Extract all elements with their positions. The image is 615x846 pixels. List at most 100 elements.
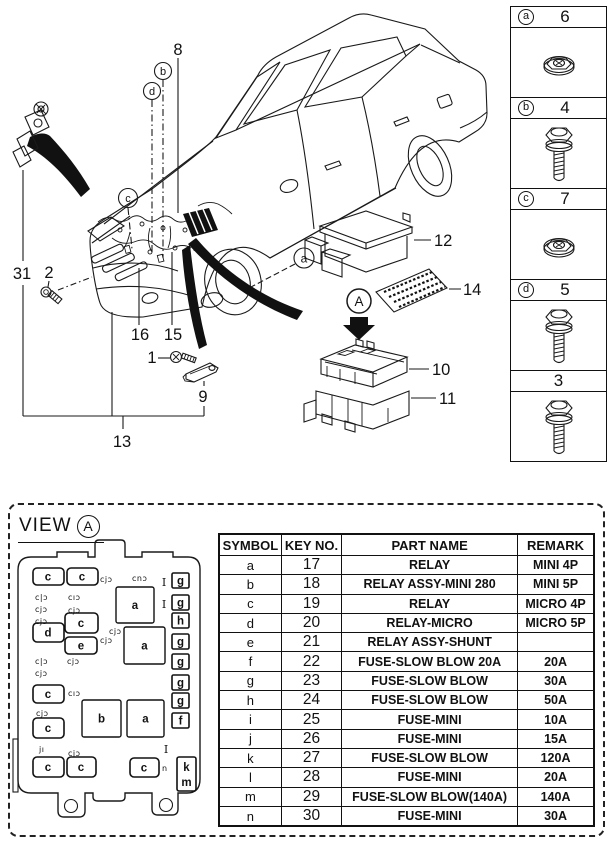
view-title: VIEW A <box>18 512 104 543</box>
callout-2[interactable]: 2 <box>44 264 53 282</box>
fastener-row-d-header: d 5 <box>510 278 607 302</box>
pointer-sweep-right <box>188 238 303 320</box>
table-row[interactable]: j 26 FUSE-MINI 15A <box>218 728 595 749</box>
table-row[interactable]: a 17 RELAY MINI 4P <box>218 554 595 576</box>
cell-symbol: h <box>218 690 282 711</box>
callout-1[interactable]: 1 <box>147 349 156 367</box>
cell-symbol: f <box>218 651 282 672</box>
slot-label[interactable]: k <box>183 762 190 774</box>
table-row[interactable]: m 29 FUSE-SLOW BLOW(140A) 140A <box>218 786 595 807</box>
slot-label[interactable]: g <box>177 598 184 610</box>
callout-13[interactable]: 13 <box>113 433 131 451</box>
fastener-icon-cell-b <box>510 118 607 189</box>
table-row[interactable]: l 28 FUSE-MINI 20A <box>218 767 595 788</box>
fastener-letter-c: c <box>518 191 534 207</box>
marker-view-A[interactable]: A <box>346 288 372 314</box>
callout-11[interactable]: 11 <box>439 390 456 408</box>
cell-key: 29 <box>280 786 343 807</box>
cell-remark: MICRO 4P <box>517 593 595 614</box>
table-row[interactable]: h 24 FUSE-SLOW BLOW 50A <box>218 690 595 711</box>
slot-label[interactable]: c <box>45 762 52 774</box>
flange-bolt-icon <box>544 126 573 181</box>
connector-glyph: cıɔ <box>68 593 81 602</box>
slot-label[interactable]: g <box>177 696 184 708</box>
connector-glyph: jı <box>38 745 44 754</box>
table-row[interactable]: k 27 FUSE-SLOW BLOW 120A <box>218 747 595 769</box>
slot-label[interactable]: e <box>78 641 84 653</box>
cell-symbol: d <box>218 612 282 634</box>
cell-part: FUSE-SLOW BLOW 20A <box>341 651 519 672</box>
mounting-hole <box>63 798 79 814</box>
slot-label[interactable]: a <box>142 714 149 726</box>
fastener-row-c-header: c 7 <box>510 187 607 211</box>
marker-A-label: A <box>354 294 363 309</box>
slot-label[interactable]: b <box>98 714 105 726</box>
cell-part: RELAY ASSY-MINI 280 <box>341 574 519 595</box>
callout-15[interactable]: 15 <box>164 326 182 344</box>
marker-a-label: a <box>301 252 308 266</box>
relay-slots <box>32 567 160 778</box>
slot-label[interactable]: c <box>141 763 148 775</box>
slot-label[interactable]: a <box>141 641 148 653</box>
marker-a[interactable]: a <box>293 247 315 269</box>
fastener-qty-c: 7 <box>560 189 570 208</box>
table-row[interactable]: e 21 RELAY ASSY-SHUNT <box>218 632 595 653</box>
slot-label[interactable]: c <box>45 689 52 701</box>
slot-label[interactable]: c <box>79 572 86 584</box>
cell-remark: 30A <box>517 670 595 692</box>
marker-d[interactable]: d <box>142 81 162 101</box>
cell-part: RELAY ASSY-SHUNT <box>341 632 519 653</box>
slot-label[interactable]: h <box>177 616 184 628</box>
connector-glyph: cjɔ <box>109 627 122 636</box>
cell-remark: 30A <box>517 805 595 827</box>
connector-glyph: c|ɔ <box>35 593 48 602</box>
callout-16[interactable]: 16 <box>131 326 149 344</box>
fusebox-lower-part-11 <box>303 390 410 433</box>
connector-glyph: cnɔ <box>132 574 147 583</box>
callout-12[interactable]: 12 <box>434 232 452 250</box>
slot-label[interactable]: g <box>177 637 184 649</box>
slot-label[interactable]: m <box>181 777 191 789</box>
cell-key: 22 <box>280 651 343 672</box>
callout-14[interactable]: 14 <box>463 281 481 299</box>
cell-remark: MICRO 5P <box>517 612 595 634</box>
cell-key: 30 <box>280 805 343 827</box>
cell-remark: 20A <box>517 767 595 788</box>
fuse-slots <box>171 572 197 792</box>
cell-remark: MINI 4P <box>517 554 595 576</box>
table-row[interactable]: c 19 RELAY MICRO 4P <box>218 593 595 614</box>
callout-8[interactable]: 8 <box>173 41 182 59</box>
connector-glyph: cıɔ <box>68 689 81 698</box>
slot-label[interactable]: c <box>78 618 85 630</box>
flange-bolt-icon <box>544 399 573 454</box>
table-row[interactable]: b 18 RELAY ASSY-MINI 280 MINI 5P <box>218 574 595 595</box>
slot-label[interactable]: g <box>177 576 184 588</box>
table-row[interactable]: i 25 FUSE-MINI 10A <box>218 709 595 730</box>
cell-symbol: j <box>218 728 282 749</box>
table-row[interactable]: g 23 FUSE-SLOW BLOW 30A <box>218 670 595 692</box>
table-row[interactable]: d 20 RELAY-MICRO MICRO 5P <box>218 612 595 634</box>
col-header-keyno: KEY NO. <box>280 533 343 556</box>
cell-key: 24 <box>280 690 343 711</box>
table-row[interactable]: n 30 FUSE-MINI 30A <box>218 805 595 827</box>
slot-label[interactable]: d <box>44 628 51 640</box>
connector-glyph: cjɔ <box>35 605 48 614</box>
marker-b[interactable]: b <box>153 61 173 81</box>
callout-9[interactable]: 9 <box>198 388 207 406</box>
callout-31[interactable]: 31 <box>13 265 31 283</box>
view-marker-circle: A <box>76 514 100 538</box>
marker-c[interactable]: c <box>117 187 139 209</box>
slot-label[interactable]: f <box>179 716 183 728</box>
fastener-qty-a: 6 <box>560 7 570 26</box>
leader-lines <box>22 58 461 429</box>
callout-10[interactable]: 10 <box>432 361 450 379</box>
slot-label[interactable]: a <box>132 600 139 612</box>
slot-label[interactable]: c <box>78 762 85 774</box>
slot-label[interactable]: c <box>45 723 52 735</box>
fastener-qty-3: 3 <box>553 371 564 390</box>
table-row[interactable]: f 22 FUSE-SLOW BLOW 20A 20A <box>218 651 595 672</box>
cell-symbol: n <box>218 805 282 827</box>
slot-label[interactable]: g <box>177 657 184 669</box>
slot-label[interactable]: g <box>177 678 184 690</box>
slot-label[interactable]: c <box>45 572 52 584</box>
